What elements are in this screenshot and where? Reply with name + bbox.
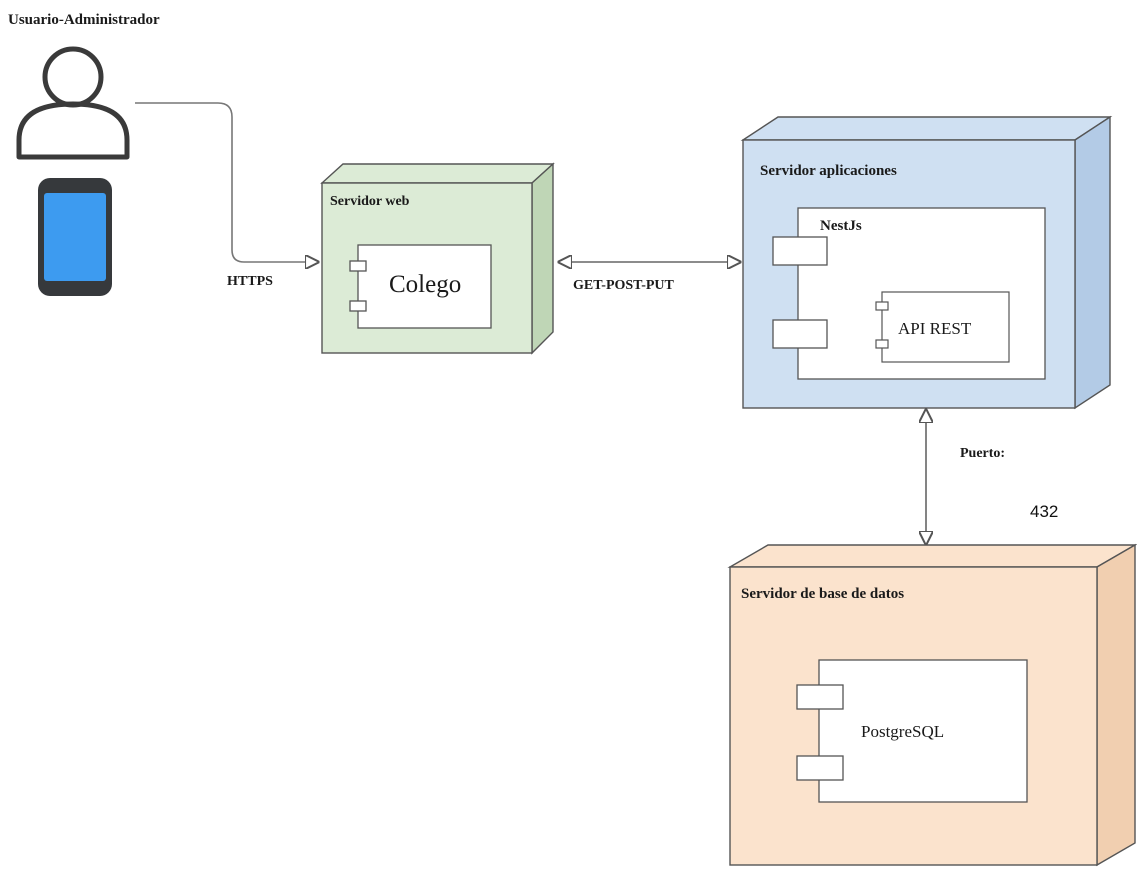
colego-component xyxy=(349,244,492,329)
postgresql-component xyxy=(796,659,1028,803)
port-number: 432 xyxy=(1030,502,1058,521)
db-server-title: Servidor de base de datos xyxy=(741,586,904,602)
colego-label: Colego xyxy=(389,271,461,298)
smartphone-icon xyxy=(38,178,112,296)
postgresql-label: PostgreSQL xyxy=(861,722,944,741)
app-server-title: Servidor aplicaciones xyxy=(760,163,897,179)
web-server-title: Servidor web xyxy=(330,194,410,209)
phone-screen xyxy=(44,193,106,281)
api-label: GET-POST-PUT xyxy=(573,278,675,293)
https-label: HTTPS xyxy=(227,274,273,289)
actor-label: Usuario-Administrador xyxy=(8,12,160,28)
nestjs-label: NestJs xyxy=(820,218,862,234)
api-rest-label: API REST xyxy=(898,319,972,338)
https-connector xyxy=(135,102,318,262)
port-label: Puerto: xyxy=(960,446,1005,461)
user-icon xyxy=(16,46,130,160)
api-rest-component xyxy=(875,291,1010,363)
